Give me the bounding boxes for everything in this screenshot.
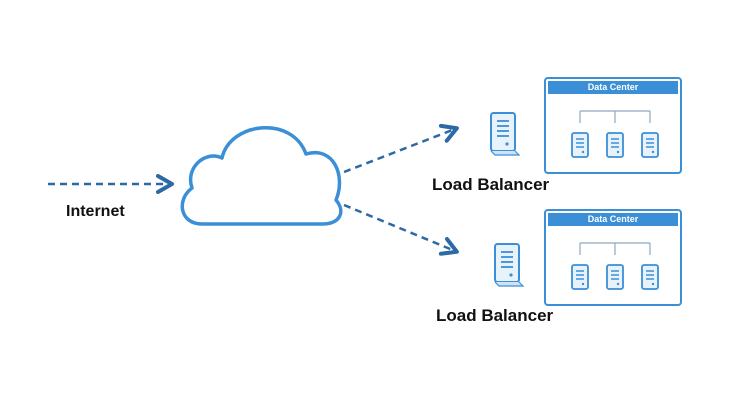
server-icon (606, 132, 624, 158)
server-icon (494, 243, 524, 287)
server-icon (571, 132, 589, 158)
server-icon (606, 264, 624, 290)
server-icon (641, 264, 659, 290)
cloud-to-lb1-arrow (343, 123, 459, 174)
data-center-box (544, 209, 682, 306)
data-center-box (544, 77, 682, 174)
load-balancer-label: Load Balancer (432, 175, 550, 194)
data-center-title: Data Center (587, 214, 639, 224)
server-icon (571, 264, 589, 290)
data-center-title: Data Center (587, 82, 639, 92)
internet-label: Internet (66, 203, 125, 220)
load-balancer-label: Load Balancer (436, 306, 554, 325)
cloud-icon (180, 126, 343, 226)
server-icon (490, 112, 520, 156)
cloud-to-lb2-arrow (343, 203, 459, 256)
server-icon (641, 132, 659, 158)
